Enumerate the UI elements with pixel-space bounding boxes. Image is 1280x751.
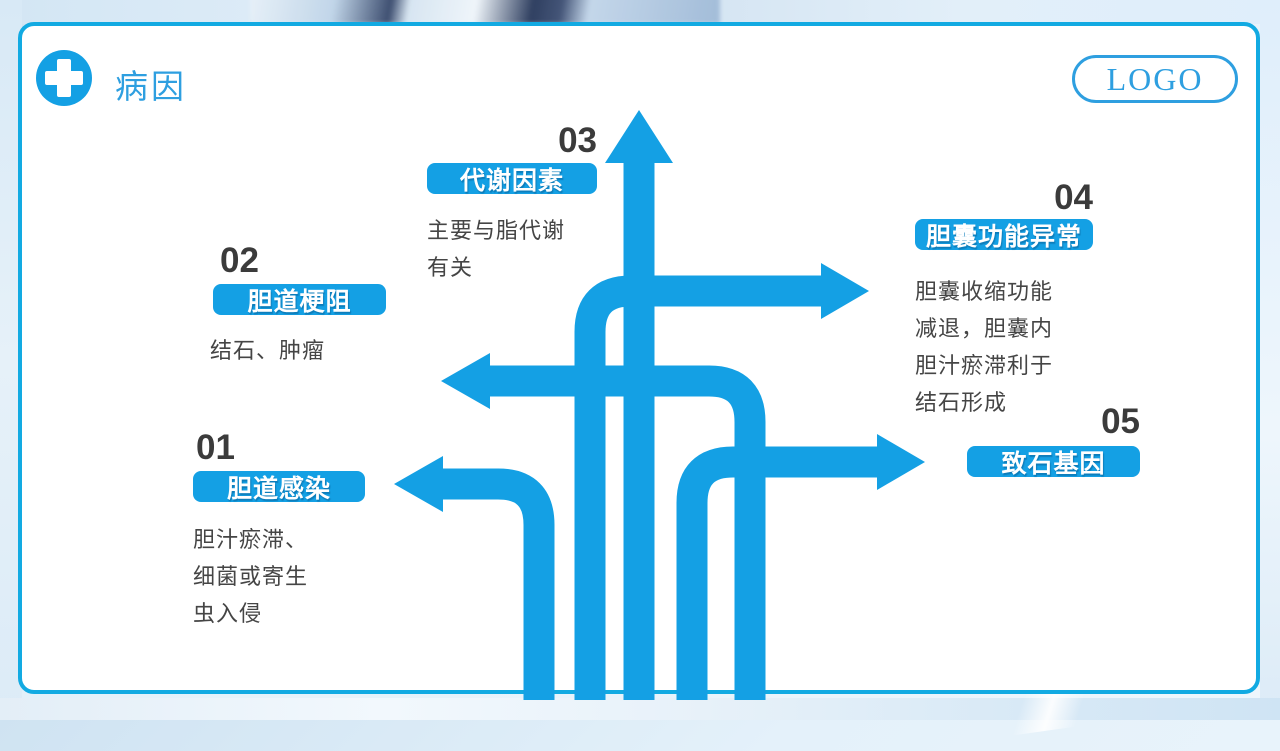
cross-vertical-bar xyxy=(57,59,71,97)
cause-02-desc: 结石、肿瘤 xyxy=(210,332,325,369)
medical-cross-icon xyxy=(36,50,92,106)
arrowhead-04-right xyxy=(821,263,869,319)
background-left-strip xyxy=(0,0,22,720)
cause-01-label: 胆道感染 xyxy=(193,471,365,503)
desc-line: 结石、肿瘤 xyxy=(210,338,326,363)
desc-line: 胆汁瘀滞利于 xyxy=(915,353,1054,378)
background-doctor-collar xyxy=(250,0,720,24)
cause-02-label: 胆道梗阻 xyxy=(213,284,386,316)
logo-text: LOGO xyxy=(1106,60,1204,97)
cause-03-number: 03 xyxy=(558,121,597,160)
cause-05-number: 05 xyxy=(1101,402,1140,441)
arrow-junction-diagram xyxy=(394,110,925,700)
cause-01-desc: 胆汁瘀滞、 细菌或寄生 虫入侵 xyxy=(193,521,308,632)
cause-03-label: 代谢因素 xyxy=(427,163,597,195)
background-right-strip xyxy=(1260,0,1280,720)
cause-01-number: 01 xyxy=(196,428,235,467)
desc-line: 主要与脂代谢 xyxy=(427,218,566,243)
arrowhead-03-up xyxy=(605,110,673,163)
desc-line: 虫入侵 xyxy=(193,601,263,626)
cause-04-number: 04 xyxy=(1054,178,1093,217)
road-04-right xyxy=(574,275,822,700)
desc-line: 胆囊收缩功能 xyxy=(915,279,1054,304)
logo-badge: LOGO xyxy=(1072,55,1238,103)
desc-line: 细菌或寄生 xyxy=(193,564,309,589)
road-02-left xyxy=(489,365,766,700)
cause-04-label: 胆囊功能异常 xyxy=(915,219,1093,251)
desc-line: 减退，胆囊内 xyxy=(915,316,1054,341)
road-05-right xyxy=(676,446,878,700)
desc-line: 胆汁瘀滞、 xyxy=(193,527,309,552)
cause-04-desc: 胆囊收缩功能 减退，胆囊内 胆汁瘀滞利于 结石形成 xyxy=(915,273,1053,421)
desc-line: 有关 xyxy=(427,255,474,280)
cause-05-label: 致石基因 xyxy=(967,446,1140,478)
arrowhead-01-left xyxy=(394,456,443,512)
road-01-left xyxy=(442,468,555,700)
cause-02-number: 02 xyxy=(220,241,259,280)
page-title: 病因 xyxy=(115,70,187,106)
arrowhead-05-right xyxy=(877,434,925,490)
desc-line: 结石形成 xyxy=(915,390,1008,415)
arrowhead-02-left xyxy=(441,353,490,409)
cause-03-desc: 主要与脂代谢 有关 xyxy=(427,212,565,286)
